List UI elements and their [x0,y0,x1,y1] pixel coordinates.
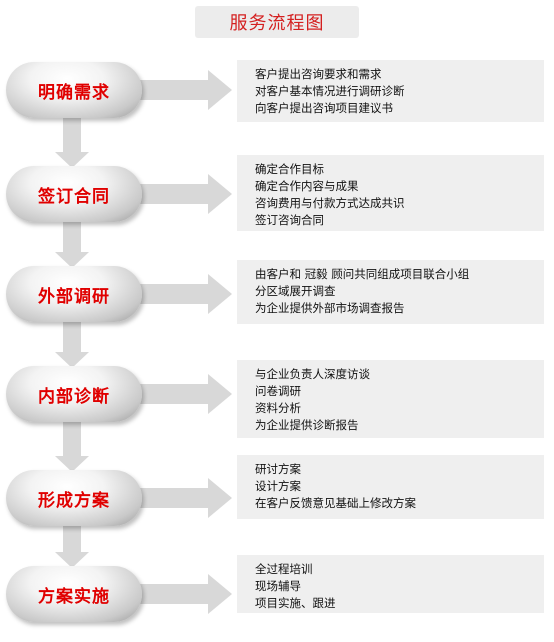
step-6: 方案实施 [0,552,554,642]
step-detail-panel: 由客户和 冠毅 顾问共同组成项目联合小组分区域展开调查为企业提供外部市场调查报告 [237,260,544,324]
diagram-title: 服务流程图 [229,13,325,34]
detail-line: 现场辅导 [255,579,301,593]
step-2: 签订合同 [0,152,554,242]
step-label: 方案实施 [38,586,110,607]
detail-line: 客户提出咨询要求和需求 [255,67,382,81]
detail-line: 问卷调研 [255,384,301,398]
step-detail-panel: 与企业负责人深度访谈问卷调研资料分析为企业提供诊断报告 [237,360,544,438]
step-label: 外部调研 [38,286,110,307]
step-label: 形成方案 [38,490,110,511]
step-5: 形成方案 [0,456,554,546]
step-pill: 方案实施 [6,566,142,622]
step-detail-panel: 确定合作目标确定合作内容与成果咨询费用与付款方式达成共识签订咨询合同 [237,155,544,231]
step-pill: 内部诊断 [6,366,142,422]
step-pill: 签订合同 [6,166,142,222]
detail-line: 由客户和 冠毅 顾问共同组成项目联合小组 [255,267,470,281]
detail-line: 资料分析 [255,401,301,415]
step-pill: 外部调研 [6,266,142,322]
detail-line: 向客户提出咨询项目建议书 [255,101,393,115]
detail-line: 项目实施、跟进 [255,596,336,610]
detail-line: 确定合作内容与成果 [255,179,359,193]
step-label: 签订合同 [38,186,110,207]
detail-line: 咨询费用与付款方式达成共识 [255,196,405,210]
step-label: 内部诊断 [38,386,110,407]
title-banner: 服务流程图 [195,6,359,38]
step-pill: 形成方案 [6,470,142,526]
step-3: 外部调研 [0,252,554,342]
detail-line: 签订咨询合同 [255,213,324,227]
step-pill: 明确需求 [6,62,142,118]
step-detail-panel: 客户提出咨询要求和需求对客户基本情况进行调研诊断向客户提出咨询项目建议书 [237,60,544,122]
step-detail-panel: 全过程培训现场辅导项目实施、跟进 [237,555,544,613]
step-4: 内部诊断 [0,352,554,442]
detail-line: 对客户基本情况进行调研诊断 [255,84,405,98]
step-1: 明确需求 [0,48,554,138]
step-label: 明确需求 [38,82,110,103]
detail-line: 为企业提供诊断报告 [255,418,359,432]
detail-line: 与企业负责人深度访谈 [255,367,370,381]
detail-line: 确定合作目标 [255,162,324,176]
detail-line: 分区域展开调查 [255,284,336,298]
detail-line: 为企业提供外部市场调查报告 [255,301,405,315]
detail-line: 在客户反馈意见基础上修改方案 [255,496,416,510]
detail-line: 全过程培训 [255,562,313,576]
detail-line: 研讨方案 [255,462,301,476]
detail-line: 设计方案 [255,479,301,493]
step-detail-panel: 研讨方案设计方案在客户反馈意见基础上修改方案 [237,455,544,519]
